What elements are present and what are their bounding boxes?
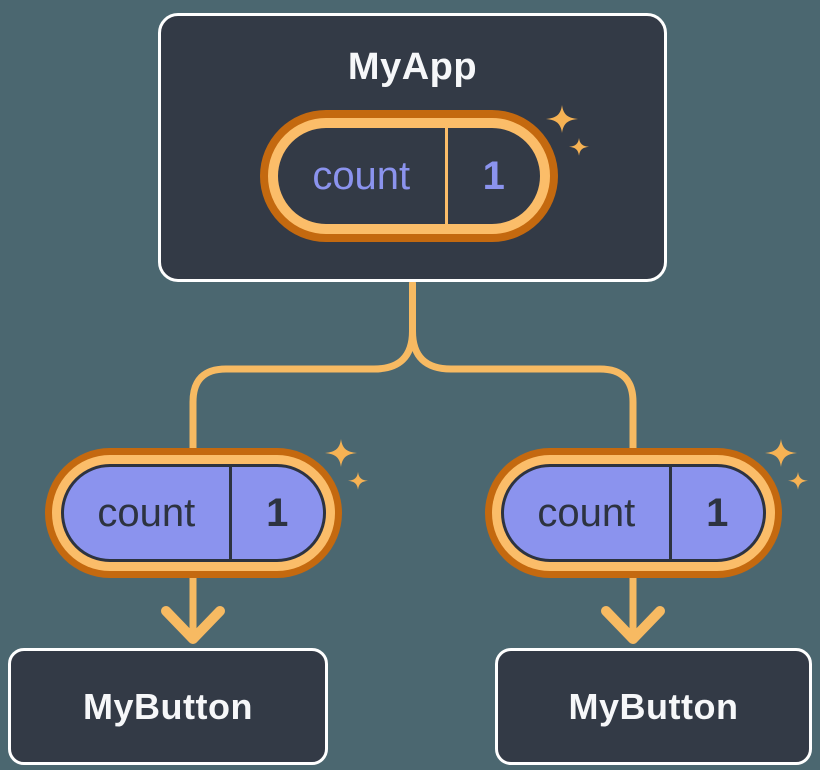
state-name: count (537, 490, 636, 535)
child-component-node-left: MyButton (8, 648, 328, 765)
child-state-pill-right: count 1 (501, 464, 766, 562)
arrowhead-right-icon (601, 606, 665, 644)
state-name: count (312, 153, 411, 198)
child-component-label: MyButton (83, 685, 253, 727)
root-state-pill: count 1 (268, 118, 550, 234)
arrowhead-left-icon (161, 606, 225, 644)
child-state-pill-left: count 1 (61, 464, 326, 562)
state-name: count (97, 490, 196, 535)
child-component-node-right: MyButton (495, 648, 812, 765)
root-component-label: MyApp (347, 46, 478, 88)
state-value: 1 (444, 128, 541, 224)
state-value: 1 (228, 467, 323, 559)
state-value: 1 (668, 467, 763, 559)
connector-branch-left (189, 327, 416, 643)
sparkle-icon (546, 105, 589, 156)
sparkle-icon (325, 439, 368, 490)
connector-branch-right (409, 327, 637, 643)
sparkle-icon (765, 439, 808, 490)
child-component-label: MyButton (568, 685, 739, 727)
